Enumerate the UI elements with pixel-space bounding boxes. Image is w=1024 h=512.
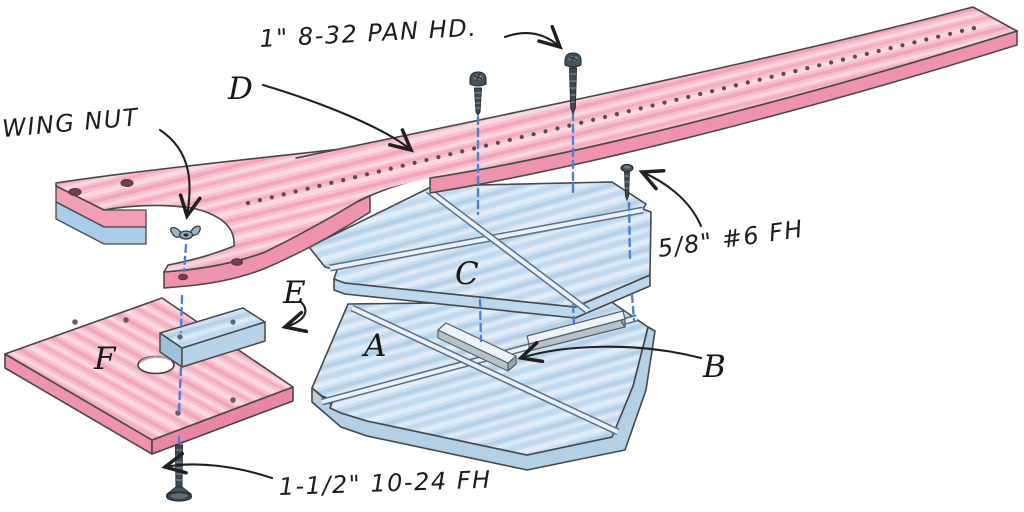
alignment-lines <box>177 111 636 451</box>
fork-holes <box>68 179 243 281</box>
part-c-grooves <box>329 187 644 314</box>
part-letter-labels: D C A B E F <box>93 71 726 385</box>
flat-head-screw-6 <box>620 163 634 202</box>
alignment-line-wingnut-1 <box>182 243 188 273</box>
part-e-block <box>159 307 266 368</box>
annotation-flat-head-6: 5/8" #6 FH <box>656 215 806 263</box>
fork-laminate-blue <box>55 200 147 245</box>
machine-screw-10-24 <box>165 444 193 502</box>
part-b-bar-1 <box>437 322 517 372</box>
label-part-f: F <box>93 341 117 377</box>
leader-part-b <box>517 341 703 364</box>
part-b-bar-2 <box>526 310 626 352</box>
annotation-flat-head-10-24: 1-1/2" 10-24 FH <box>278 466 492 501</box>
alignment-line-wingnut-3 <box>177 366 183 413</box>
leader-arrows <box>158 24 703 480</box>
leader-pan-head <box>503 24 563 50</box>
leader-flat-head-10-24 <box>161 451 274 480</box>
beam-outline-bottom <box>429 30 1018 179</box>
alignment-line-screw1-lower <box>478 298 483 343</box>
pan-head-screw-2 <box>564 52 582 115</box>
part-d-arm <box>55 6 1018 289</box>
label-part-b: B <box>702 349 726 385</box>
alignment-line-wingnut-2 <box>179 294 184 334</box>
part-f-pilot-holes <box>72 317 236 416</box>
beam-top-face <box>296 7 1017 217</box>
leader-flat-head-6 <box>638 168 703 228</box>
leader-wing-nut <box>158 128 202 220</box>
alignment-line-fh6-upper <box>627 201 632 264</box>
beam-index-holes <box>245 26 977 206</box>
part-f-hole-shadow <box>139 356 173 364</box>
part-e-holes <box>177 319 236 340</box>
fork-outline <box>55 147 433 273</box>
part-e-top-face <box>159 307 266 349</box>
leader-part-d <box>261 83 414 153</box>
label-part-c: C <box>455 256 479 292</box>
alignment-line-fh6-lower <box>630 293 636 322</box>
wing-nut <box>170 225 201 240</box>
annotation-pan-head: 1" 8-32 PAN HD. <box>259 14 478 53</box>
label-part-a: A <box>361 328 386 364</box>
label-part-e: E <box>282 275 306 311</box>
alignment-line-screw2-lower <box>571 303 576 326</box>
part-c-panel <box>308 181 652 319</box>
annotation-wing-nut: WING NUT <box>1 103 141 143</box>
pan-head-screw-1 <box>469 71 487 116</box>
leader-part-e <box>281 299 309 334</box>
label-part-d: D <box>227 71 253 107</box>
part-f-plate <box>4 297 294 455</box>
beam-outline-top <box>295 6 1018 159</box>
